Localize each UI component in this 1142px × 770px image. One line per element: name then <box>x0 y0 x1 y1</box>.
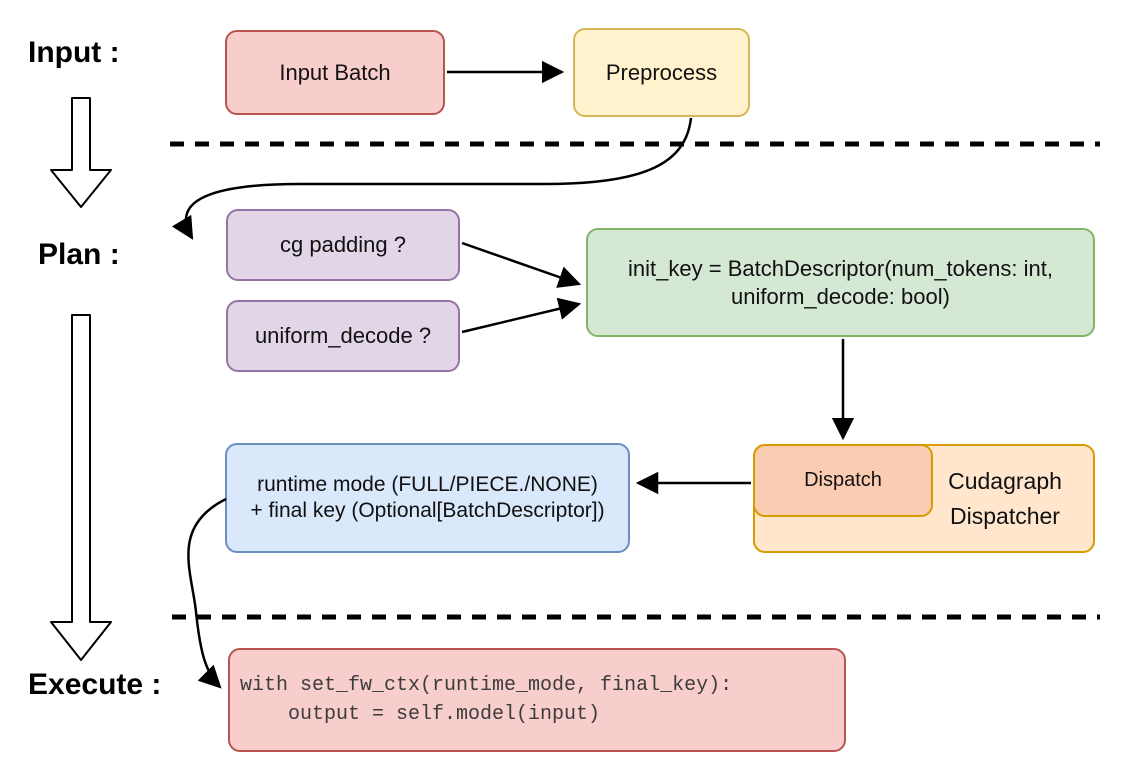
node-uniform-decode: uniform_decode ? <box>226 300 460 372</box>
stage-label-plan: Plan : <box>38 238 120 271</box>
node-runtime-result-line2: + final key (Optional[BatchDescriptor]) <box>250 499 605 522</box>
node-execute-code-line1: with set_fw_ctx(runtime_mode, final_key)… <box>240 674 733 697</box>
node-cg-padding: cg padding ? <box>226 209 460 281</box>
node-runtime-result: runtime mode (FULL/PIECE./NONE) + final … <box>225 443 630 553</box>
hollow-arrow-plan-to-execute-icon <box>50 314 112 661</box>
node-preprocess: Preprocess <box>573 28 750 117</box>
node-cudagraph-dispatcher-label: Cudagraph Dispatcher <box>948 468 1062 529</box>
node-runtime-result-line1: runtime mode (FULL/PIECE./NONE) <box>257 472 598 496</box>
arrow-uniform-decode-to-init-key <box>461 297 582 334</box>
node-dispatch-label: Dispatch <box>804 469 882 491</box>
node-input-batch: Input Batch <box>225 30 445 115</box>
node-init-key-line1: init_key = BatchDescriptor(num_tokens: i… <box>628 256 1053 281</box>
stage-label-input: Input : <box>28 36 120 69</box>
node-execute-code: with set_fw_ctx(runtime_mode, final_key)… <box>228 648 846 752</box>
arrow-cg-padding-to-init-key <box>461 241 582 288</box>
node-input-batch-label: Input Batch <box>279 59 391 85</box>
node-init-key-line2: uniform_decode: bool) <box>731 283 950 309</box>
node-preprocess-label: Preprocess <box>605 59 718 85</box>
stage-label-execute: Execute : <box>28 668 162 701</box>
arrow-runtime-result-to-execute-code <box>187 497 227 689</box>
hollow-arrow-input-to-plan-icon <box>50 97 112 208</box>
node-dispatch: Dispatch <box>753 444 933 517</box>
node-cg-padding-label: cg padding ? <box>280 232 406 258</box>
node-execute-code-line2: output = self.model(input) <box>240 703 601 726</box>
node-uniform-decode-label: uniform_decode ? <box>254 323 432 349</box>
node-init-key: init_key = BatchDescriptor(num_tokens: i… <box>586 228 1095 337</box>
